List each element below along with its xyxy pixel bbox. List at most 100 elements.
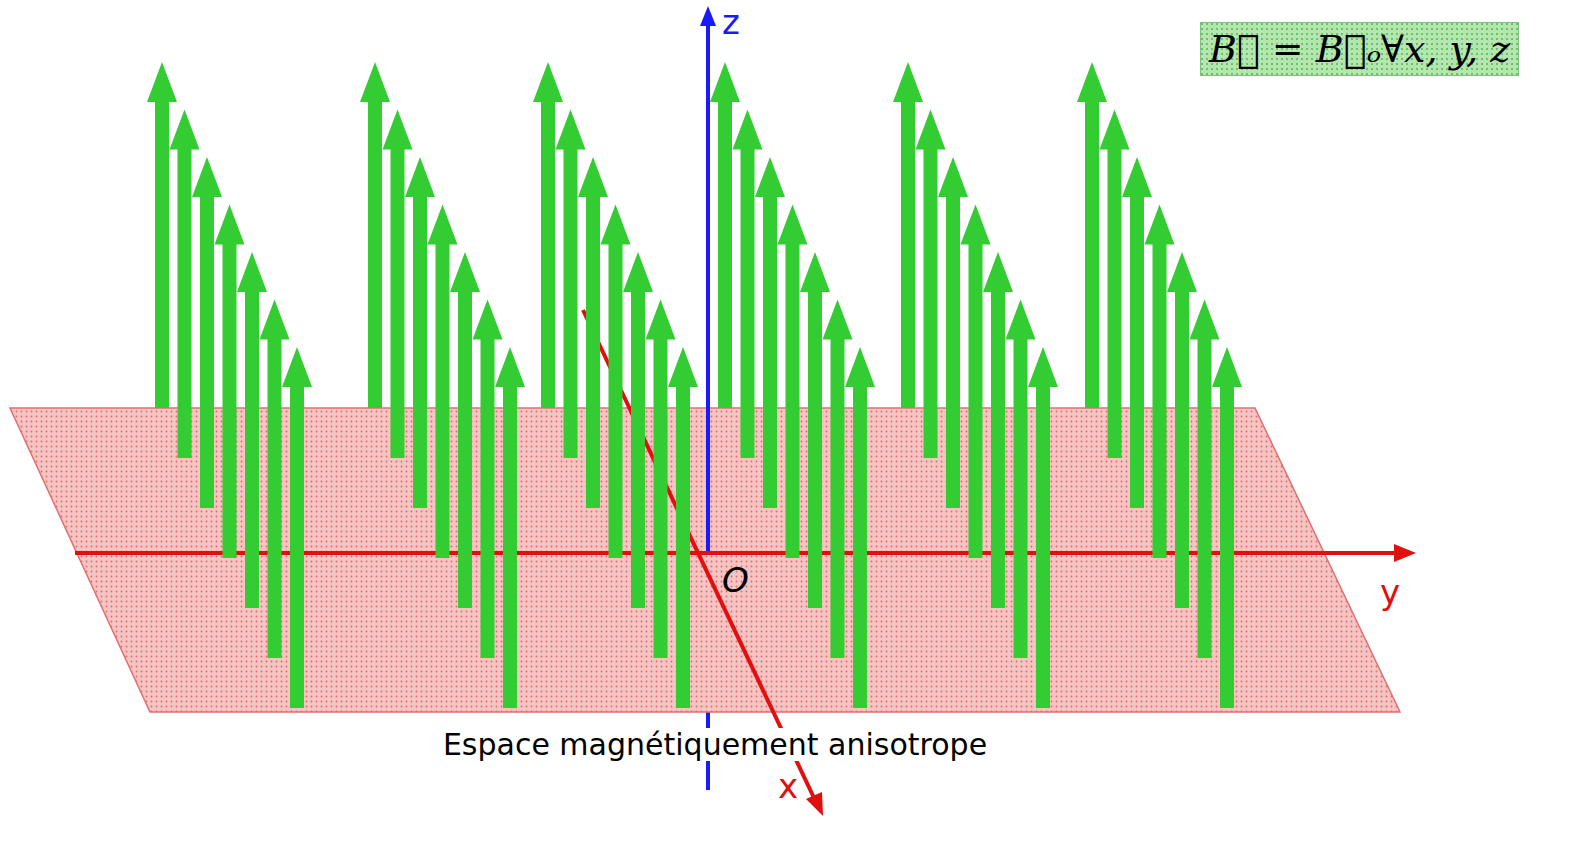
arrow-shaft <box>1108 146 1122 459</box>
arrow-shaft <box>413 193 427 508</box>
field-arrow <box>360 62 390 408</box>
arrow-head <box>450 252 480 292</box>
arrow-head <box>893 62 923 102</box>
arrow-shaft <box>654 336 668 659</box>
field-arrow <box>601 205 631 559</box>
arrow-head <box>428 205 458 245</box>
z-axis <box>706 24 710 553</box>
arrow-shaft <box>1130 193 1144 508</box>
arrow-shaft <box>1014 336 1028 659</box>
arrow-head <box>260 300 290 340</box>
field-arrow <box>755 157 785 508</box>
field-arrow <box>215 205 245 559</box>
arrow-shaft <box>436 241 450 559</box>
arrow-shaft <box>541 98 555 408</box>
arrow-head <box>147 62 177 102</box>
arrow-head <box>533 62 563 102</box>
arrow-shaft <box>481 336 495 659</box>
arrow-head <box>215 205 245 245</box>
arrow-head <box>845 347 875 387</box>
field-arrow <box>823 300 853 659</box>
arrow-head <box>1122 157 1152 197</box>
xy-plane <box>10 408 1400 712</box>
arrow-head <box>1077 62 1107 102</box>
arrow-head <box>800 252 830 292</box>
arrow-shaft <box>718 98 732 408</box>
field-arrow <box>405 157 435 508</box>
arrow-head <box>755 157 785 197</box>
arrow-shaft <box>991 288 1005 608</box>
field-arrow <box>893 62 923 408</box>
arrow-head <box>601 205 631 245</box>
arrow-head <box>1167 252 1197 292</box>
field-arrow <box>1212 347 1242 708</box>
arrow-head <box>983 252 1013 292</box>
field-arrow <box>1077 62 1107 408</box>
formula-text: B⃗ = B⃗ₒ∀x, y, z <box>1209 27 1510 71</box>
arrow-head <box>916 110 946 150</box>
field-arrows <box>147 62 1242 708</box>
field-arrow <box>1167 252 1197 608</box>
z-axis-head <box>700 6 716 26</box>
arrow-shaft <box>155 98 169 408</box>
arrow-shaft <box>969 241 983 559</box>
arrow-shaft <box>631 288 645 608</box>
arrow-shaft <box>924 146 938 459</box>
field-arrow <box>192 157 222 508</box>
arrow-head <box>623 252 653 292</box>
field-arrow <box>260 300 290 659</box>
field-arrow <box>1145 205 1175 559</box>
arrow-head <box>1212 347 1242 387</box>
field-arrow <box>961 205 991 559</box>
arrow-head <box>495 347 525 387</box>
field-arrow <box>495 347 525 708</box>
field-arrow <box>1100 110 1130 459</box>
arrow-shaft <box>1175 288 1189 608</box>
arrow-head <box>668 347 698 387</box>
field-arrow <box>533 62 563 408</box>
arrow-shaft <box>831 336 845 659</box>
formula-box: B⃗ = B⃗ₒ∀x, y, z <box>1200 22 1519 76</box>
field-arrow <box>282 347 312 708</box>
arrow-head <box>282 347 312 387</box>
arrow-head <box>556 110 586 150</box>
arrow-head <box>1190 300 1220 340</box>
field-arrow <box>237 252 267 608</box>
field-arrow <box>800 252 830 608</box>
arrow-shaft <box>1220 383 1234 708</box>
arrow-head <box>646 300 676 340</box>
arrow-head <box>405 157 435 197</box>
field-arrow <box>623 252 653 608</box>
field-arrow <box>556 110 586 459</box>
arrow-head <box>1145 205 1175 245</box>
arrow-shaft <box>223 241 237 559</box>
arrow-shaft <box>901 98 915 408</box>
arrow-shaft <box>1036 383 1050 708</box>
arrow-head <box>360 62 390 102</box>
field-arrow <box>646 300 676 659</box>
axis-label: x <box>778 768 798 805</box>
arrow-head <box>383 110 413 150</box>
field-arrow <box>916 110 946 459</box>
field-arrow <box>450 252 480 608</box>
arrow-shaft <box>1085 98 1099 408</box>
arrow-head <box>733 110 763 150</box>
field-arrow <box>170 110 200 459</box>
field-arrow <box>428 205 458 559</box>
field-arrow <box>578 157 608 508</box>
field-arrow <box>845 347 875 708</box>
arrow-shaft <box>609 241 623 559</box>
field-arrow <box>983 252 1013 608</box>
field-arrow <box>1190 300 1220 659</box>
arrow-shaft <box>786 241 800 559</box>
arrow-head <box>1006 300 1036 340</box>
arrow-shaft <box>503 383 517 708</box>
field-arrow <box>710 62 740 408</box>
field-arrow <box>1006 300 1036 659</box>
arrow-head <box>710 62 740 102</box>
arrow-head <box>1100 110 1130 150</box>
arrow-shaft <box>676 383 690 708</box>
arrow-head <box>961 205 991 245</box>
arrow-head <box>938 157 968 197</box>
